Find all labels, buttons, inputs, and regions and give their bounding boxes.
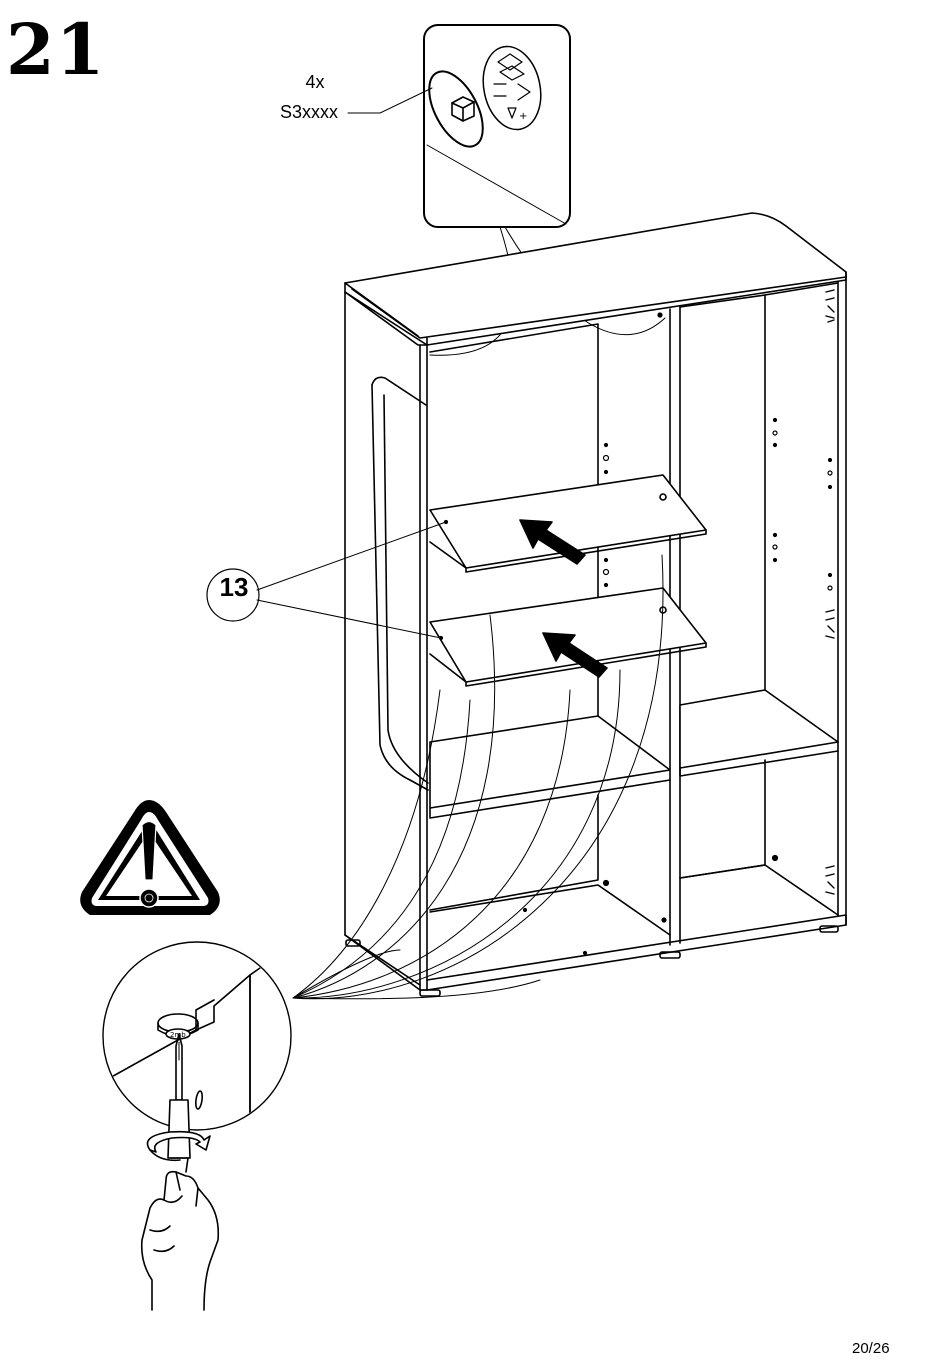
part-number-label: 13 [212, 572, 256, 603]
warning-triangle-icon [80, 800, 220, 915]
svg-text:+: + [519, 111, 527, 122]
hand-icon [142, 1158, 219, 1310]
hardware-code: S3xxxx [280, 102, 338, 123]
screwdriver-icon [168, 1034, 190, 1158]
page-number: 20/26 [852, 1340, 890, 1357]
hardware-quantity: 4x [300, 72, 330, 93]
step-number: 21 [6, 10, 105, 90]
leveling-foot-detail: 2mb [103, 942, 291, 1140]
